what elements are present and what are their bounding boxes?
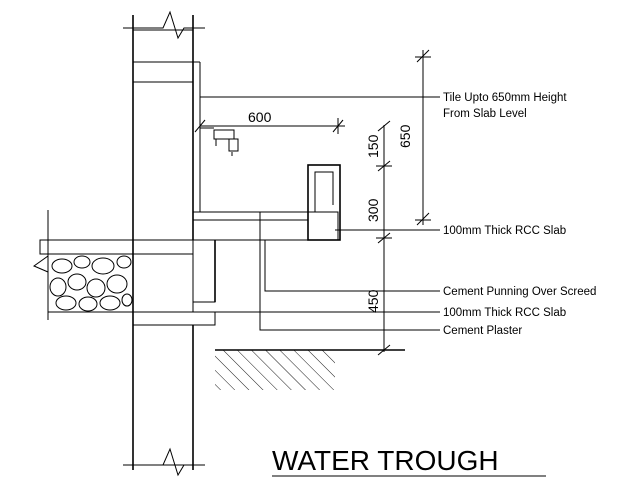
wall-break-lines [123,10,205,477]
drawing-title: WATER TROUGH [272,445,499,476]
label-cement-plaster: Cement Plaster [443,325,522,337]
wall-tile-finish [193,61,201,212]
brick-wall [132,15,194,470]
dimension-lines [194,49,440,356]
label-rcc-slab-lower: 100mm Thick RCC Slab [443,307,566,319]
label-rcc-slab-upper: 100mm Thick RCC Slab [443,225,566,237]
label-tile-line2: From Slab Level [443,108,527,120]
dim-650: 650 [397,124,413,148]
tap-icon [200,127,239,156]
wall-lintel-band [132,61,194,83]
label-cement-punning: Cement Punning Over Screed [443,286,596,298]
dim-150: 150 [365,134,381,158]
slab-break-line [32,210,49,320]
dim-300: 300 [365,198,381,222]
dim-600: 600 [248,109,272,125]
trough-support [192,239,216,303]
dim-450: 450 [365,289,381,313]
ground-soil [215,349,405,390]
label-tile-line1: Tile Upto 650mm Height [443,92,567,104]
rubble-fill [47,253,134,313]
trough-body [192,164,341,241]
